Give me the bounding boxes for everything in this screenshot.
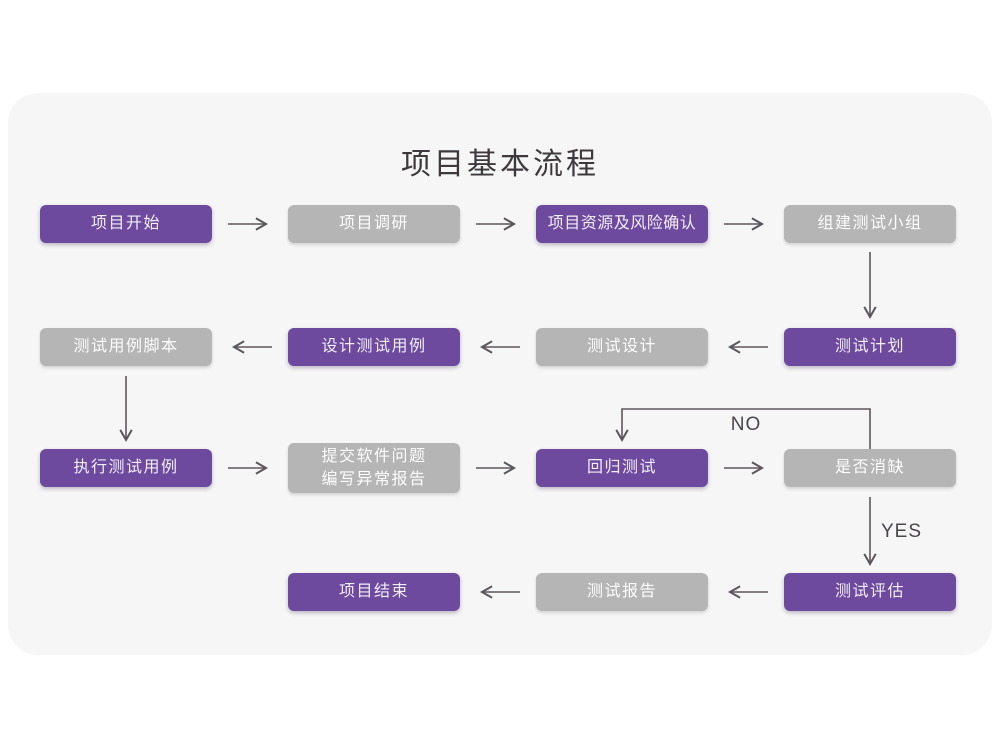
flow-node-project-research: 项目调研 [288,205,460,243]
flow-node-project-start: 项目开始 [40,205,212,243]
flow-node-execute-cases: 执行测试用例 [40,449,212,487]
flow-node-regression-test: 回归测试 [536,449,708,487]
page-title: 项目基本流程 [401,148,599,181]
flow-node-risk-confirm: 项目资源及风险确认 [536,205,708,243]
edge-label-no: NO [730,414,762,435]
flow-node-test-design: 测试设计 [536,328,708,366]
flow-node-case-scripts: 测试用例脚本 [40,328,212,366]
edge-no-loop [615,408,871,449]
flow-node-build-team: 组建测试小组 [784,205,956,243]
flow-node-submit-issues: 提交软件问题 编写异常报告 [288,443,460,493]
flow-node-defect-cleared: 是否消缺 [784,449,956,487]
flowchart-canvas [8,93,992,655]
flow-node-test-report: 测试报告 [536,573,708,611]
flow-node-test-plan: 测试计划 [784,328,956,366]
flow-node-project-end: 项目结束 [288,573,460,611]
flow-node-design-cases: 设计测试用例 [288,328,460,366]
flow-node-test-evaluate: 测试评估 [784,573,956,611]
edge-label-yes: YES [881,521,923,542]
